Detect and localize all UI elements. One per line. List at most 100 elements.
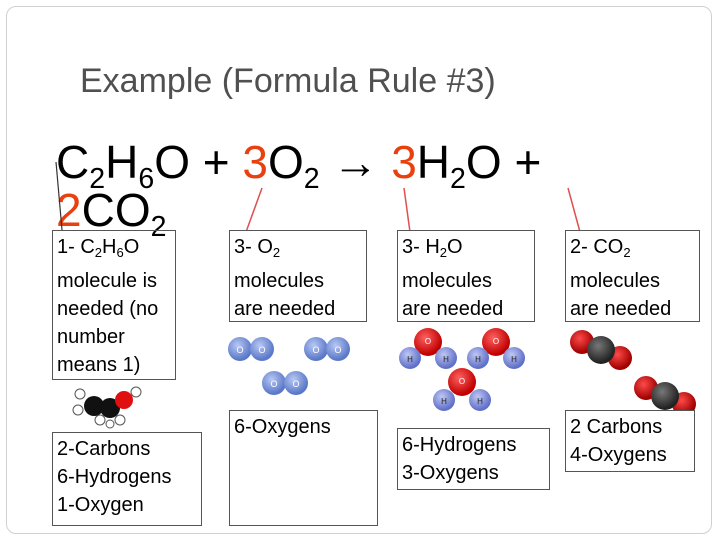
ethanol-box-line-4: number (57, 326, 125, 348)
co2-molecule (570, 330, 632, 370)
ethanol-box-heading: 1- C2H6O (57, 233, 171, 267)
o2-atom (284, 371, 308, 395)
o2-molecule: O O (228, 337, 274, 361)
o2-atom-label: O (270, 379, 277, 389)
h2o-hydrogen-atom (469, 389, 491, 411)
o2-molecule: O O (262, 371, 308, 395)
h2o-molecule: O H H (433, 368, 491, 411)
ethanol-total-carbons: 2-Carbons (57, 438, 151, 460)
o2-atom (304, 337, 328, 361)
h2o-molecule: O H H (399, 328, 457, 369)
ethanol-c-atom (84, 396, 104, 416)
eq-co2-coefficient: 2 (56, 184, 82, 236)
o2-atom-label: O (258, 345, 265, 355)
o2-atom-label: O (292, 379, 299, 389)
ethanol-h-atom (94, 414, 106, 426)
eq-o2-subscript: 2 (303, 162, 320, 195)
slide-title: Example (Formula Rule #3) (80, 62, 496, 100)
eq-h2o-hydrogen: H (416, 136, 451, 188)
h2o-o-label: O (493, 337, 499, 346)
oxygen-heading-sub: 2 (272, 245, 281, 260)
eq-hydrogen-subscript: 6 (138, 162, 155, 195)
h2o-hydrogen-atom (467, 347, 489, 369)
h2o-h-label: H (443, 355, 449, 364)
ethanol-heading-sub-1: 2 (94, 245, 103, 260)
ethanol-h-atom (74, 388, 86, 400)
water-heading-o: O (447, 236, 463, 258)
h2o-h-label: H (511, 355, 517, 364)
h2o-oxygen-atom (414, 328, 442, 356)
eq-h2o-subscript: 2 (450, 162, 466, 195)
water-box-heading: 3- H2O (402, 233, 530, 267)
eq-o2-symbol: O (268, 136, 304, 188)
h2o-hydrogen-atom (433, 389, 455, 411)
h2o-hydrogen-atom (503, 347, 525, 369)
eq-h2o-oxygen-plus: O + (465, 136, 542, 188)
ethanol-h-atom (105, 419, 115, 429)
o2-atom (228, 337, 252, 361)
h2o-hydrogen-atom (435, 347, 457, 369)
water-box-line-3: are needed (402, 298, 504, 320)
oxygen-molecules-model: O O O O O O (228, 337, 350, 395)
co2-box-heading: 2- CO2 (570, 233, 695, 267)
ethanol-totals-box: 2-Carbons 6-Hydrogens 1-Oxygen (52, 432, 202, 526)
ethanol-info-box: 1- C2H6O molecule is needed (no number m… (52, 230, 176, 380)
water-total-hydrogens: 6-Hydrogens (402, 434, 517, 456)
eq-carbon: C (56, 136, 90, 188)
h2o-o-label: O (425, 337, 431, 346)
equation-line-2: 2CO2 (56, 184, 696, 241)
ethanol-h-atom (130, 386, 142, 398)
co2-heading-sub: 2 (623, 245, 631, 260)
oxygen-total-oxygens: 6-Oxygens (234, 416, 331, 438)
h2o-h-label: H (441, 397, 447, 406)
ethanol-heading-prefix: 1- C (57, 236, 95, 258)
oxygen-box-line-2: molecules (234, 270, 325, 292)
eq-co2-symbol: CO (81, 184, 151, 236)
co2-info-box: 2- CO2 molecules are needed (565, 230, 700, 322)
o2-atom (250, 337, 274, 361)
co2-box-line-2: molecules (570, 270, 661, 292)
oxygen-heading-prefix: 3- O (234, 236, 273, 258)
o2-atom-label: O (236, 345, 243, 355)
ethanol-heading-sub-2: 6 (116, 245, 124, 260)
water-molecules-model: O H H O H H O H H (399, 328, 525, 411)
h2o-oxygen-atom (482, 328, 510, 356)
ethanol-total-hydrogens: 6-Hydrogens (57, 466, 172, 488)
water-heading-prefix: 3- H (402, 236, 440, 258)
chemical-equation: C2H6O + 3O2 → 3H2O + 2CO2 (56, 136, 696, 241)
oxygen-box-line-3: are needed (234, 298, 336, 320)
co2-molecules-model (570, 330, 696, 416)
o2-atom-label: O (334, 345, 341, 355)
ethanol-box-line-2: molecule is (57, 270, 158, 292)
co2-carbon-atom (651, 382, 679, 410)
water-heading-sub: 2 (439, 245, 448, 260)
h2o-hydrogen-atom (399, 347, 421, 369)
h2o-h-label: H (475, 355, 481, 364)
ethanol-box-line-5: means 1) (57, 354, 141, 376)
oxygen-info-box: 3- O2 molecules are needed (229, 230, 367, 322)
co2-total-carbons: 2 Carbons (570, 416, 663, 438)
o2-atom-label: O (312, 345, 319, 355)
eq-o2-coefficient: 3 (242, 136, 268, 188)
eq-hydrogen: H (105, 136, 139, 188)
water-totals-box: 6-Hydrogens 3-Oxygens (397, 428, 550, 490)
ethanol-h-atom (114, 414, 126, 426)
h2o-o-label: O (459, 377, 465, 386)
ethanol-o-atom (115, 391, 133, 409)
ethanol-box-line-3: needed (no (57, 298, 159, 320)
ethanol-heading-h: H (102, 236, 117, 258)
h2o-molecule: O H H (467, 328, 525, 369)
eq-h2o-coefficient: 3 (391, 136, 417, 188)
o2-atom (262, 371, 286, 395)
co2-box-line-3: are needed (570, 298, 672, 320)
ethanol-h-atom (72, 404, 84, 416)
water-total-oxygens: 3-Oxygens (402, 462, 499, 484)
oxygen-totals-box: 6-Oxygens (229, 410, 378, 526)
eq-co2-subscript: 2 (150, 210, 167, 243)
water-info-box: 3- H2O molecules are needed (397, 230, 535, 322)
h2o-h-label: H (407, 355, 413, 364)
o2-molecule: O O (304, 337, 350, 361)
oxygen-box-heading: 3- O2 (234, 233, 362, 267)
ethanol-molecule-model (72, 386, 142, 429)
co2-carbon-atom (587, 336, 615, 364)
